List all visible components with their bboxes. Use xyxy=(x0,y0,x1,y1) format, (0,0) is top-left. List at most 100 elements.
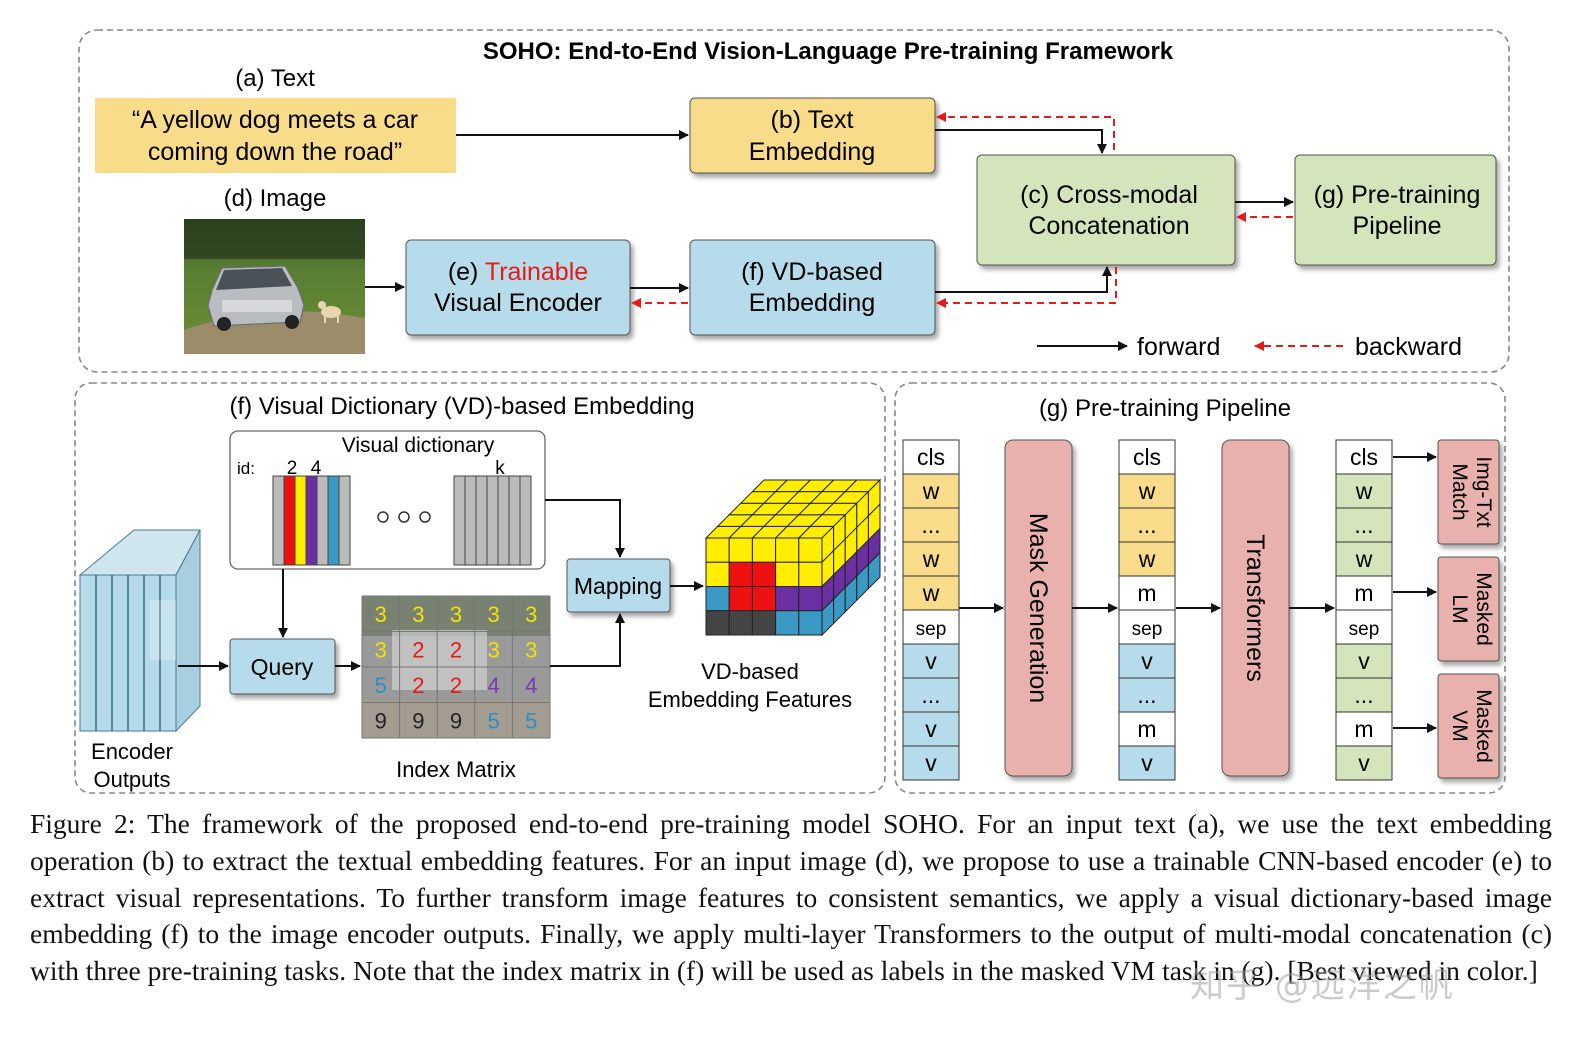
legend-backward-label: backward xyxy=(1355,333,1462,361)
index-matrix-cell: 3 xyxy=(375,637,387,662)
input-image xyxy=(184,219,365,354)
encoder-outputs-line2: Outputs xyxy=(93,767,170,792)
visual-encoder-line2: Visual Encoder xyxy=(434,289,602,317)
index-matrix-cell: 2 xyxy=(450,673,462,698)
image-label: (d) Image xyxy=(224,185,327,212)
framework-figure: SOHO: End-to-End Vision-Language Pre-tra… xyxy=(74,29,1510,794)
mapping-label: Mapping xyxy=(574,573,662,599)
token-label: m xyxy=(1137,580,1156,606)
token-label: ... xyxy=(1137,682,1156,708)
arrow-textemb-to-cross xyxy=(935,129,1107,154)
token-label: m xyxy=(1354,580,1373,606)
token-label: sep xyxy=(1132,619,1163,640)
figure-title: SOHO: End-to-End Vision-Language Pre-tra… xyxy=(483,38,1174,65)
token-cell xyxy=(1335,575,1393,611)
token-cell xyxy=(1335,643,1393,679)
token-label: cls xyxy=(1133,444,1161,470)
token-cell xyxy=(902,643,960,679)
token-label: v xyxy=(925,648,937,674)
cross-modal-line2: Concatenation xyxy=(1028,212,1189,240)
pipeline-panel-title: (g) Pre-training Pipeline xyxy=(1039,395,1291,422)
text-embedding-box xyxy=(689,97,936,174)
pipeline-panel-frame xyxy=(894,382,1506,794)
encoder-outputs-stack xyxy=(78,529,201,733)
task-masked-vm-line2: VM xyxy=(1448,710,1471,742)
token-label: v xyxy=(1141,750,1153,776)
index-matrix-label: Index Matrix xyxy=(396,757,516,782)
token-columns: clsw...wwsepv...vvclsw...wmsepv...mvclsw… xyxy=(902,439,1393,781)
cube-front-cell xyxy=(751,561,777,587)
token-cell xyxy=(1335,745,1393,781)
cube-front-cell xyxy=(775,537,800,563)
token-label: w xyxy=(1138,478,1156,504)
token-cell xyxy=(902,507,960,543)
index-matrix-cell: 3 xyxy=(375,602,387,627)
dictionary-id-label: id: xyxy=(237,459,255,478)
token-cell xyxy=(1335,507,1393,543)
token-cell xyxy=(902,609,960,645)
token-label: ... xyxy=(1354,512,1373,538)
token-label: v xyxy=(925,716,937,742)
vd-panel-title: (f) Visual Dictionary (VD)-based Embeddi… xyxy=(229,393,694,420)
index-matrix-cell: 5 xyxy=(487,708,499,733)
top-panel-frame xyxy=(78,29,1510,373)
visual-encoder-line1: (e) Trainable xyxy=(448,258,588,286)
figure-caption: Figure 2: The framework of the proposed … xyxy=(30,808,1552,987)
token-label: w xyxy=(1355,478,1373,504)
token-cell xyxy=(1118,575,1176,611)
cube-front-cell xyxy=(705,610,730,636)
token-label: ... xyxy=(1354,682,1373,708)
token-label: v xyxy=(925,750,937,776)
cube-front-cell xyxy=(728,610,753,636)
token-label: v xyxy=(1141,648,1153,674)
cube-front-cell xyxy=(798,610,823,636)
token-cell xyxy=(1335,677,1393,713)
index-matrix-cell: 9 xyxy=(375,708,387,733)
vd-embedding-line1: (f) VD-based xyxy=(741,258,883,286)
dictionary-title: Visual dictionary xyxy=(342,434,495,457)
dog-icon xyxy=(318,301,341,323)
visual-encoder-box xyxy=(405,239,631,336)
token-label: v xyxy=(1358,750,1370,776)
dictionary-id-4: 4 xyxy=(311,458,322,479)
token-label: w xyxy=(1355,546,1373,572)
index-matrix-cell: 5 xyxy=(375,673,387,698)
token-cell xyxy=(902,677,960,713)
token-cell xyxy=(1118,507,1176,543)
token-cell xyxy=(1118,473,1176,509)
index-matrix-cell: 3 xyxy=(525,602,537,627)
token-cell xyxy=(1335,439,1393,475)
index-matrix-cell: 4 xyxy=(487,673,499,698)
arrow-index-to-mapping xyxy=(550,613,625,667)
token-cell xyxy=(902,439,960,475)
text-quote-line2: coming down the road” xyxy=(148,138,402,166)
cube-front-cell xyxy=(751,537,777,563)
text-embedding-line1: (b) Text xyxy=(771,106,854,134)
token-cell xyxy=(1118,439,1176,475)
text-input-box xyxy=(95,98,456,173)
dictionary-id-k: k xyxy=(495,458,505,479)
token-label: sep xyxy=(916,619,947,640)
token-label: w xyxy=(922,580,940,606)
query-label: Query xyxy=(251,654,314,680)
index-matrix-cell: 3 xyxy=(487,602,499,627)
dictionary-entries-right xyxy=(453,475,532,566)
index-matrix-cell: 3 xyxy=(412,602,424,627)
index-matrix-grid xyxy=(361,595,551,739)
cross-modal-line1: (c) Cross-modal xyxy=(1020,181,1198,209)
token-label: sep xyxy=(1349,619,1380,640)
token-label: ... xyxy=(1137,512,1156,538)
token-cell xyxy=(902,473,960,509)
index-matrix-cell: 3 xyxy=(525,637,537,662)
task-masked-vm-line1: Masked xyxy=(1472,689,1495,763)
token-label: cls xyxy=(917,444,945,470)
features-line2: Embedding Features xyxy=(648,687,852,712)
backward-to-text-embedding xyxy=(936,112,1115,150)
cube-front-cell xyxy=(775,610,800,636)
arrow-vd-to-cross xyxy=(935,266,1112,293)
token-label: ... xyxy=(921,682,940,708)
cube-front-cell xyxy=(728,586,753,612)
index-matrix-cell: 2 xyxy=(412,673,424,698)
